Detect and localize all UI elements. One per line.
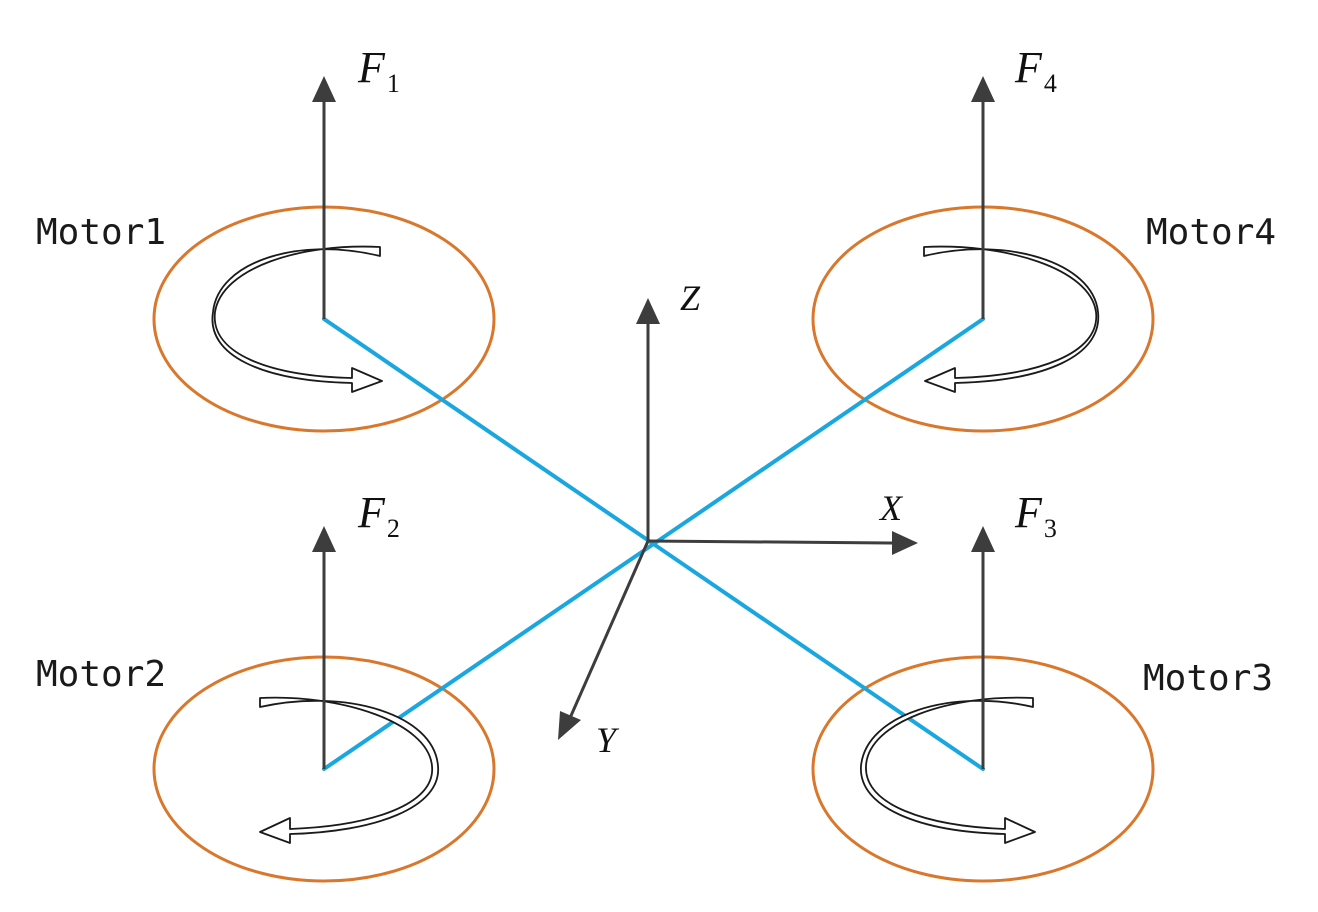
force-arrowhead-f3 — [971, 526, 995, 552]
force-label-f1: F1 — [357, 43, 400, 98]
motor3-label: Motor3 — [1143, 658, 1273, 699]
force-label-f4: F4 — [1014, 43, 1057, 98]
force-arrowhead-f1 — [312, 76, 336, 102]
axis-y-label: Y — [596, 720, 620, 760]
axis-x-arrowhead — [892, 531, 918, 555]
force-label-f2: F2 — [357, 488, 400, 543]
motor1-label: Motor1 — [36, 212, 166, 253]
axis-z-arrowhead — [636, 298, 660, 324]
rotation-arrow-motor4 — [923, 245, 1100, 393]
axis-z-label: Z — [680, 278, 701, 318]
motor4-label: Motor4 — [1146, 212, 1276, 253]
force-arrowhead-f4 — [971, 76, 995, 102]
axis-x-line — [647, 539, 893, 545]
axis-y-line — [568, 540, 650, 719]
force-label-f3: F3 — [1014, 488, 1057, 543]
rotation-arrow-motor2 — [259, 696, 439, 844]
axis-x-label: X — [878, 488, 904, 528]
force-arrowhead-f2 — [312, 526, 336, 552]
motor2-label: Motor2 — [36, 654, 166, 695]
arm-motor4-motor2 — [322, 317, 985, 771]
rotation-arrow-motor3 — [860, 696, 1036, 844]
rotation-arrow-motor1 — [211, 245, 383, 393]
axis-y-arrowhead — [558, 711, 581, 740]
